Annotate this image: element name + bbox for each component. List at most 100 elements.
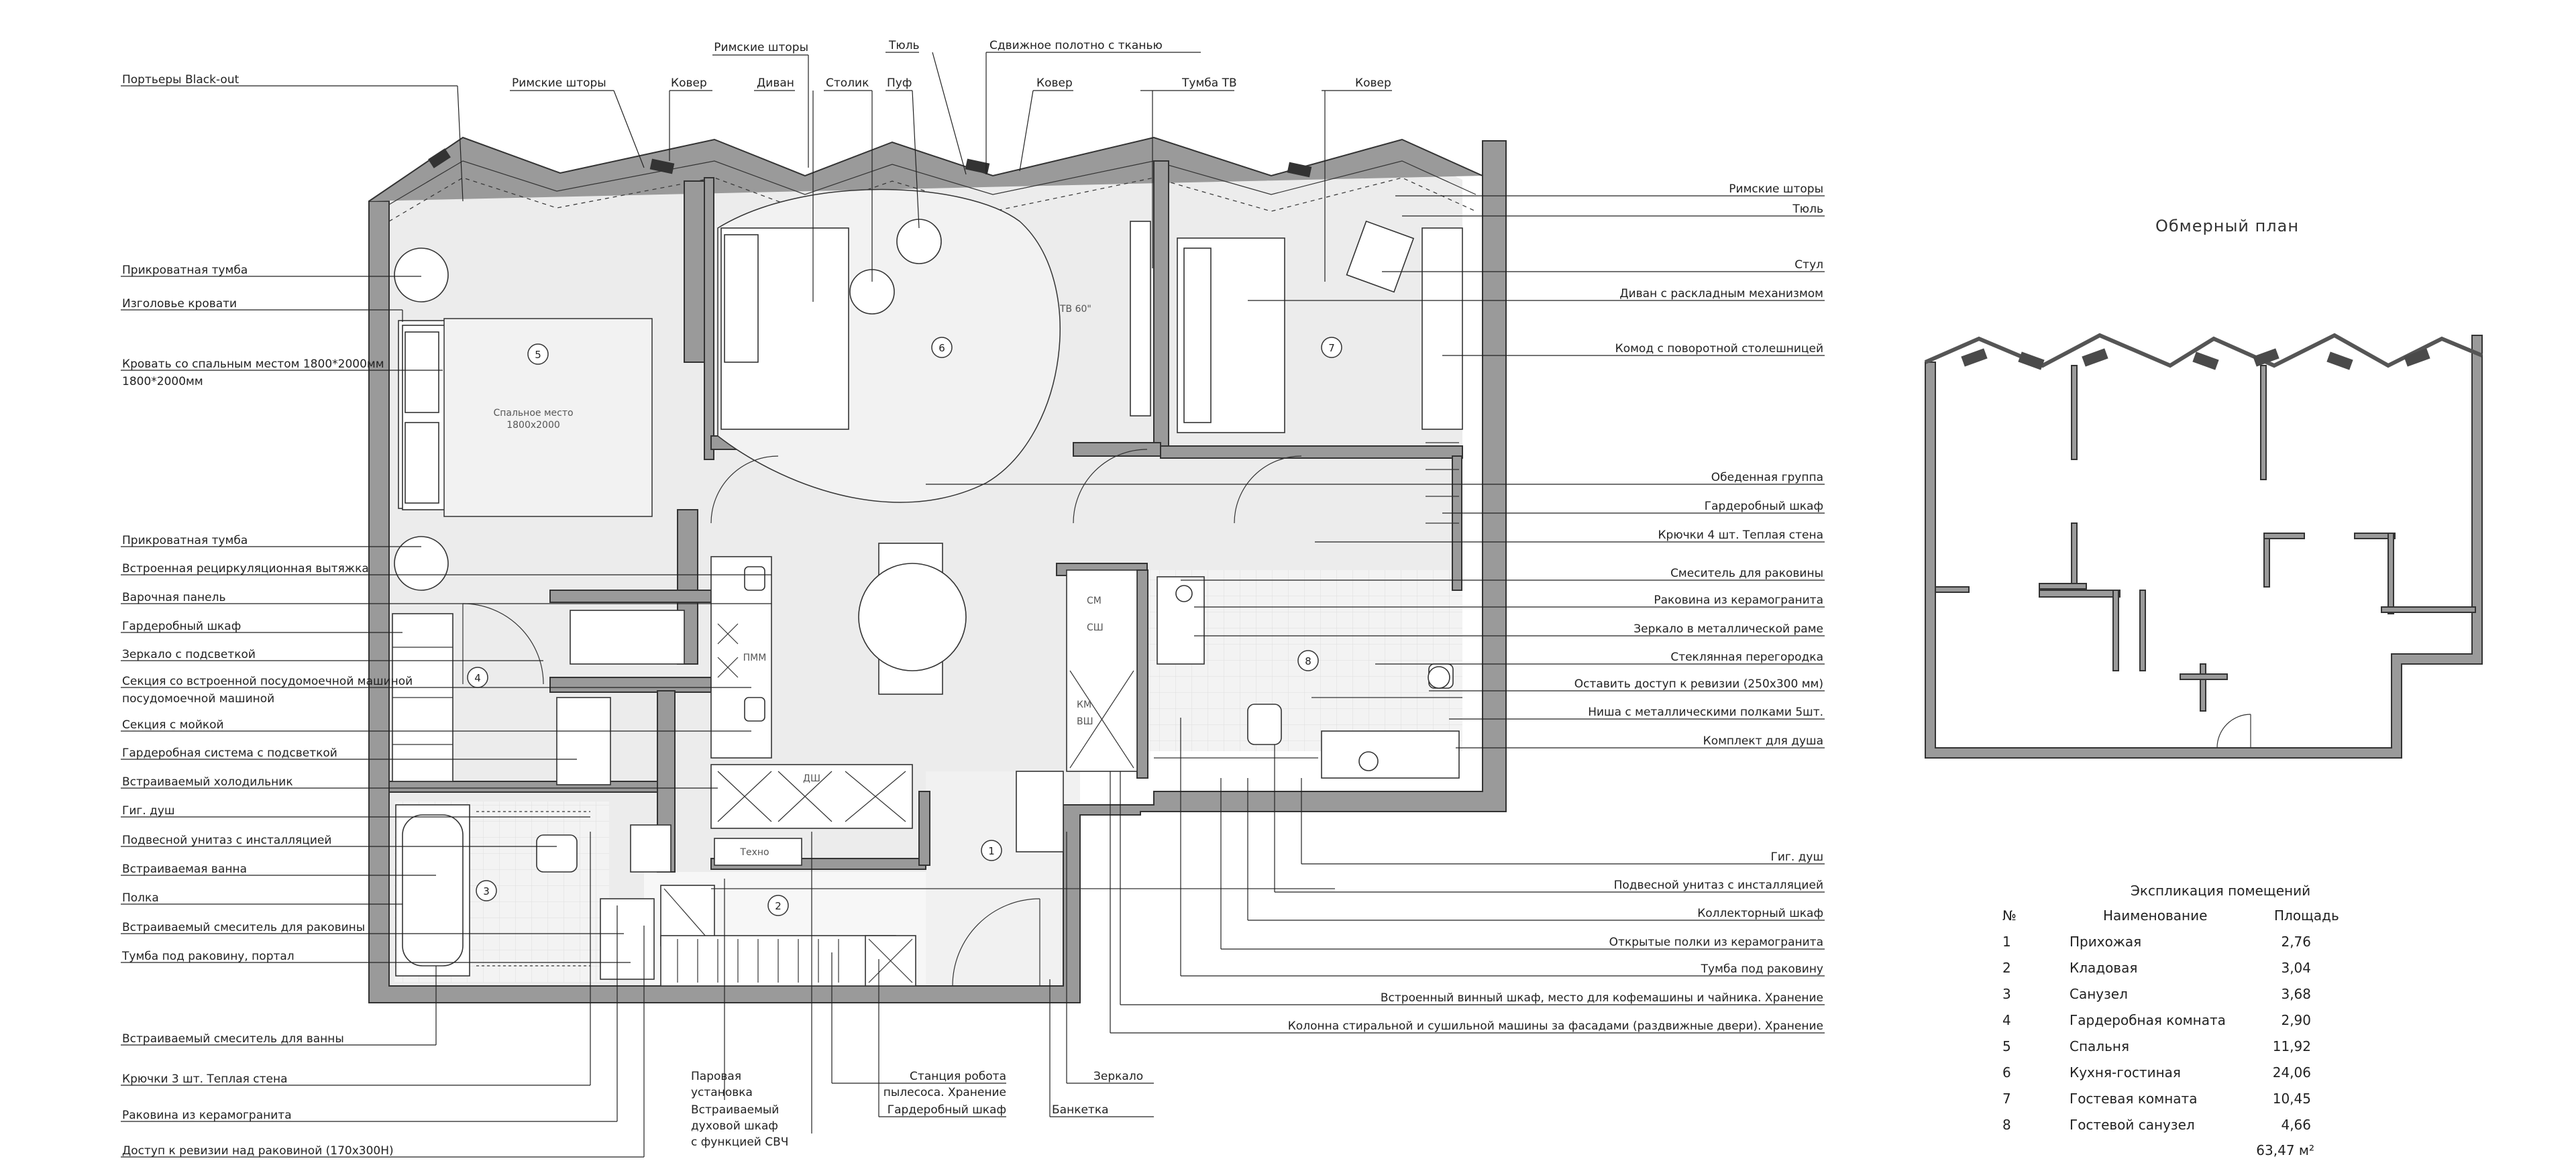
legend-right-16: Подвесной унитаз с инсталляцией: [1614, 879, 1823, 892]
legend-left-12: Встраиваемый холодильник: [122, 775, 293, 789]
room-numbers: 1 2 3 4 5 6 7 8: [467, 337, 1342, 916]
legend-top-2: Римские шторы: [512, 76, 606, 90]
room-number-6: 6: [938, 342, 945, 354]
legend-bottom-2-line-0: Станция робота: [910, 1070, 1006, 1083]
legend-left-16: Полка: [122, 891, 159, 905]
room-number-2: 2: [775, 900, 782, 912]
legend-left-3b: 1800*2000мм: [122, 375, 203, 388]
legend-top-0: Римские шторы: [714, 41, 808, 54]
explication-row-area: 2,90: [2281, 1012, 2311, 1028]
legend-left-21: Раковина из керамогранита: [122, 1109, 292, 1122]
explication-row-n: 8: [2002, 1117, 2011, 1133]
legend-left-7: Гардеробный шкаф: [122, 620, 241, 633]
room-number-8: 8: [1305, 655, 1311, 667]
dressing-room: [392, 610, 685, 785]
explication-row-n: 3: [2002, 986, 2011, 1002]
legend-top-7: Сдвижное полотно с тканью: [989, 39, 1163, 52]
appliance-label-2: СШ: [1087, 622, 1104, 633]
tehno-label: Техно: [739, 847, 769, 858]
legend-top-10: Ковер: [1355, 76, 1391, 90]
legend-left-0: Портьеры Black-out: [122, 73, 239, 87]
guest-bathroom: [1154, 576, 1462, 779]
legend-top: Римские шторы Римские шторы Ковер Диван …: [510, 39, 1392, 302]
legend-left-10: Секция с мойкой: [122, 718, 224, 732]
appliance-label-1: СМ: [1087, 596, 1102, 606]
oven-label: ДШ: [803, 773, 820, 784]
explication-row-name: Гостевой санузел: [2070, 1117, 2195, 1133]
legend-bottom-1-line-1: духовой шкаф: [691, 1119, 778, 1133]
explication-row-name: Прихожая: [2070, 934, 2141, 950]
room-number-5: 5: [535, 349, 541, 361]
legend-left-6: Варочная панель: [122, 591, 225, 604]
legend-right-18: Открытые полки из керамогранита: [1609, 936, 1823, 949]
explication-row-name: Санузел: [2070, 986, 2128, 1002]
legend-right-21: Колонна стиральной и сушильной машины за…: [1288, 1019, 1823, 1033]
explication-row-name: Спальня: [2070, 1038, 2129, 1054]
legend-right-14: Комплект для душа: [1703, 734, 1823, 748]
legend-top-3: Диван: [757, 76, 794, 90]
tv-label: ТВ 60": [1059, 304, 1091, 315]
legend-top-8: Ковер: [1036, 76, 1073, 90]
legend-right-5: Обеденная группа: [1711, 471, 1823, 484]
bed-inner-label-2: 1800х2000: [506, 420, 560, 431]
interior-walls: [388, 160, 1463, 873]
appliance-label-4: ВШ: [1077, 716, 1093, 727]
legend-bottom-0-line-1: установка: [691, 1086, 753, 1099]
legend-left-20: Крючки 3 шт. Теплая стена: [122, 1072, 288, 1086]
living-room: ТВ 60": [710, 188, 1151, 695]
explication-row-area: 24,06: [2273, 1064, 2311, 1081]
legend-top-6: Тюль: [888, 39, 920, 52]
legend-bottom-1-line-0: Встраиваемый: [691, 1103, 779, 1117]
legend-top-9: Тумба ТВ: [1181, 76, 1237, 90]
hall: [952, 771, 1064, 987]
legend-right-2: Стул: [1794, 258, 1823, 272]
legend-right-8: Смеситель для раковины: [1670, 567, 1823, 580]
legend-left-9: Секция со встроенной посудомоечной машин…: [122, 675, 413, 688]
bed-inner-label-1: Спальное место: [493, 408, 573, 419]
explication-total: 63,47 м²: [2256, 1142, 2314, 1158]
legend-left-5: Встроенная рециркуляционная вытяжка: [122, 562, 369, 575]
storage-room: [660, 885, 1335, 987]
legend-bottom-4-line-0: Зеркало: [1093, 1070, 1143, 1083]
legend-left: Портьеры Black-out Прикроватная тумба Из…: [121, 73, 771, 1158]
window-units: [428, 148, 1312, 178]
legend-right-6: Гардеробный шкаф: [1705, 500, 1823, 513]
explication-row-area: 11,92: [2273, 1038, 2311, 1054]
explication-row-name: Гостевая комната: [2070, 1091, 2197, 1107]
measure-plan: Обмерный план: [1924, 217, 2483, 759]
legend-left-14: Подвесной унитаз с инсталляцией: [122, 834, 331, 847]
explication-row-n: 1: [2002, 934, 2011, 950]
explication-row-area: 10,45: [2273, 1091, 2311, 1107]
legend-right-20: Встроенный винный шкаф, место для кофема…: [1381, 991, 1823, 1005]
explication-row-n: 2: [2002, 960, 2011, 976]
legend-bottom-0-line-0: Паровая: [691, 1070, 741, 1083]
bedroom: Спальное место 1800х2000: [394, 247, 653, 685]
dw-label: ПММ: [743, 653, 767, 663]
legend-left-13: Гиг. душ: [122, 804, 175, 818]
explication-table: Экспликация помещений № Наименование Пло…: [2002, 883, 2339, 1158]
room-number-7: 7: [1328, 342, 1335, 354]
legend-left-4: Прикроватная тумба: [122, 534, 248, 547]
legend-top-4: Столик: [826, 76, 869, 90]
legend-left-18: Тумба под раковину, портал: [121, 950, 294, 963]
legend-left-11: Гардеробная система с подсветкой: [122, 747, 337, 760]
main-floor-plan: Спальное место 1800х2000: [368, 136, 1507, 1003]
explication-title: Экспликация помещений: [2131, 883, 2310, 899]
legend-left-3: Кровать со спальным местом 1800*2000мм: [122, 357, 384, 371]
legend-left-22: Доступ к ревизии над раковиной (170х300Н…: [122, 1144, 394, 1158]
legend-right-17: Коллекторный шкаф: [1697, 907, 1823, 920]
room-number-1: 1: [988, 845, 995, 857]
legend-left-15: Встраиваемая ванна: [122, 863, 247, 876]
legend-right-4: Комод с поворотной столешницей: [1615, 342, 1823, 355]
laundry-column: СМ СШ КМ ВШ: [1066, 569, 1138, 772]
guest-room: [1177, 220, 1463, 524]
explication-header-num: №: [2002, 907, 2017, 924]
legend-right-0: Римские шторы: [1729, 182, 1823, 196]
explication-row-name: Кухня-гостиная: [2070, 1064, 2181, 1081]
explication-row-name: Кладовая: [2070, 960, 2137, 976]
legend-bottom-2-line-1: пылесоса. Хранение: [883, 1086, 1006, 1099]
legend-right-1: Тюль: [1792, 203, 1823, 216]
bathroom: [395, 804, 672, 980]
legend-bottom-3-line-0: Гардеробный шкаф: [888, 1103, 1006, 1117]
legend-left-2: Изголовье кровати: [122, 297, 237, 311]
